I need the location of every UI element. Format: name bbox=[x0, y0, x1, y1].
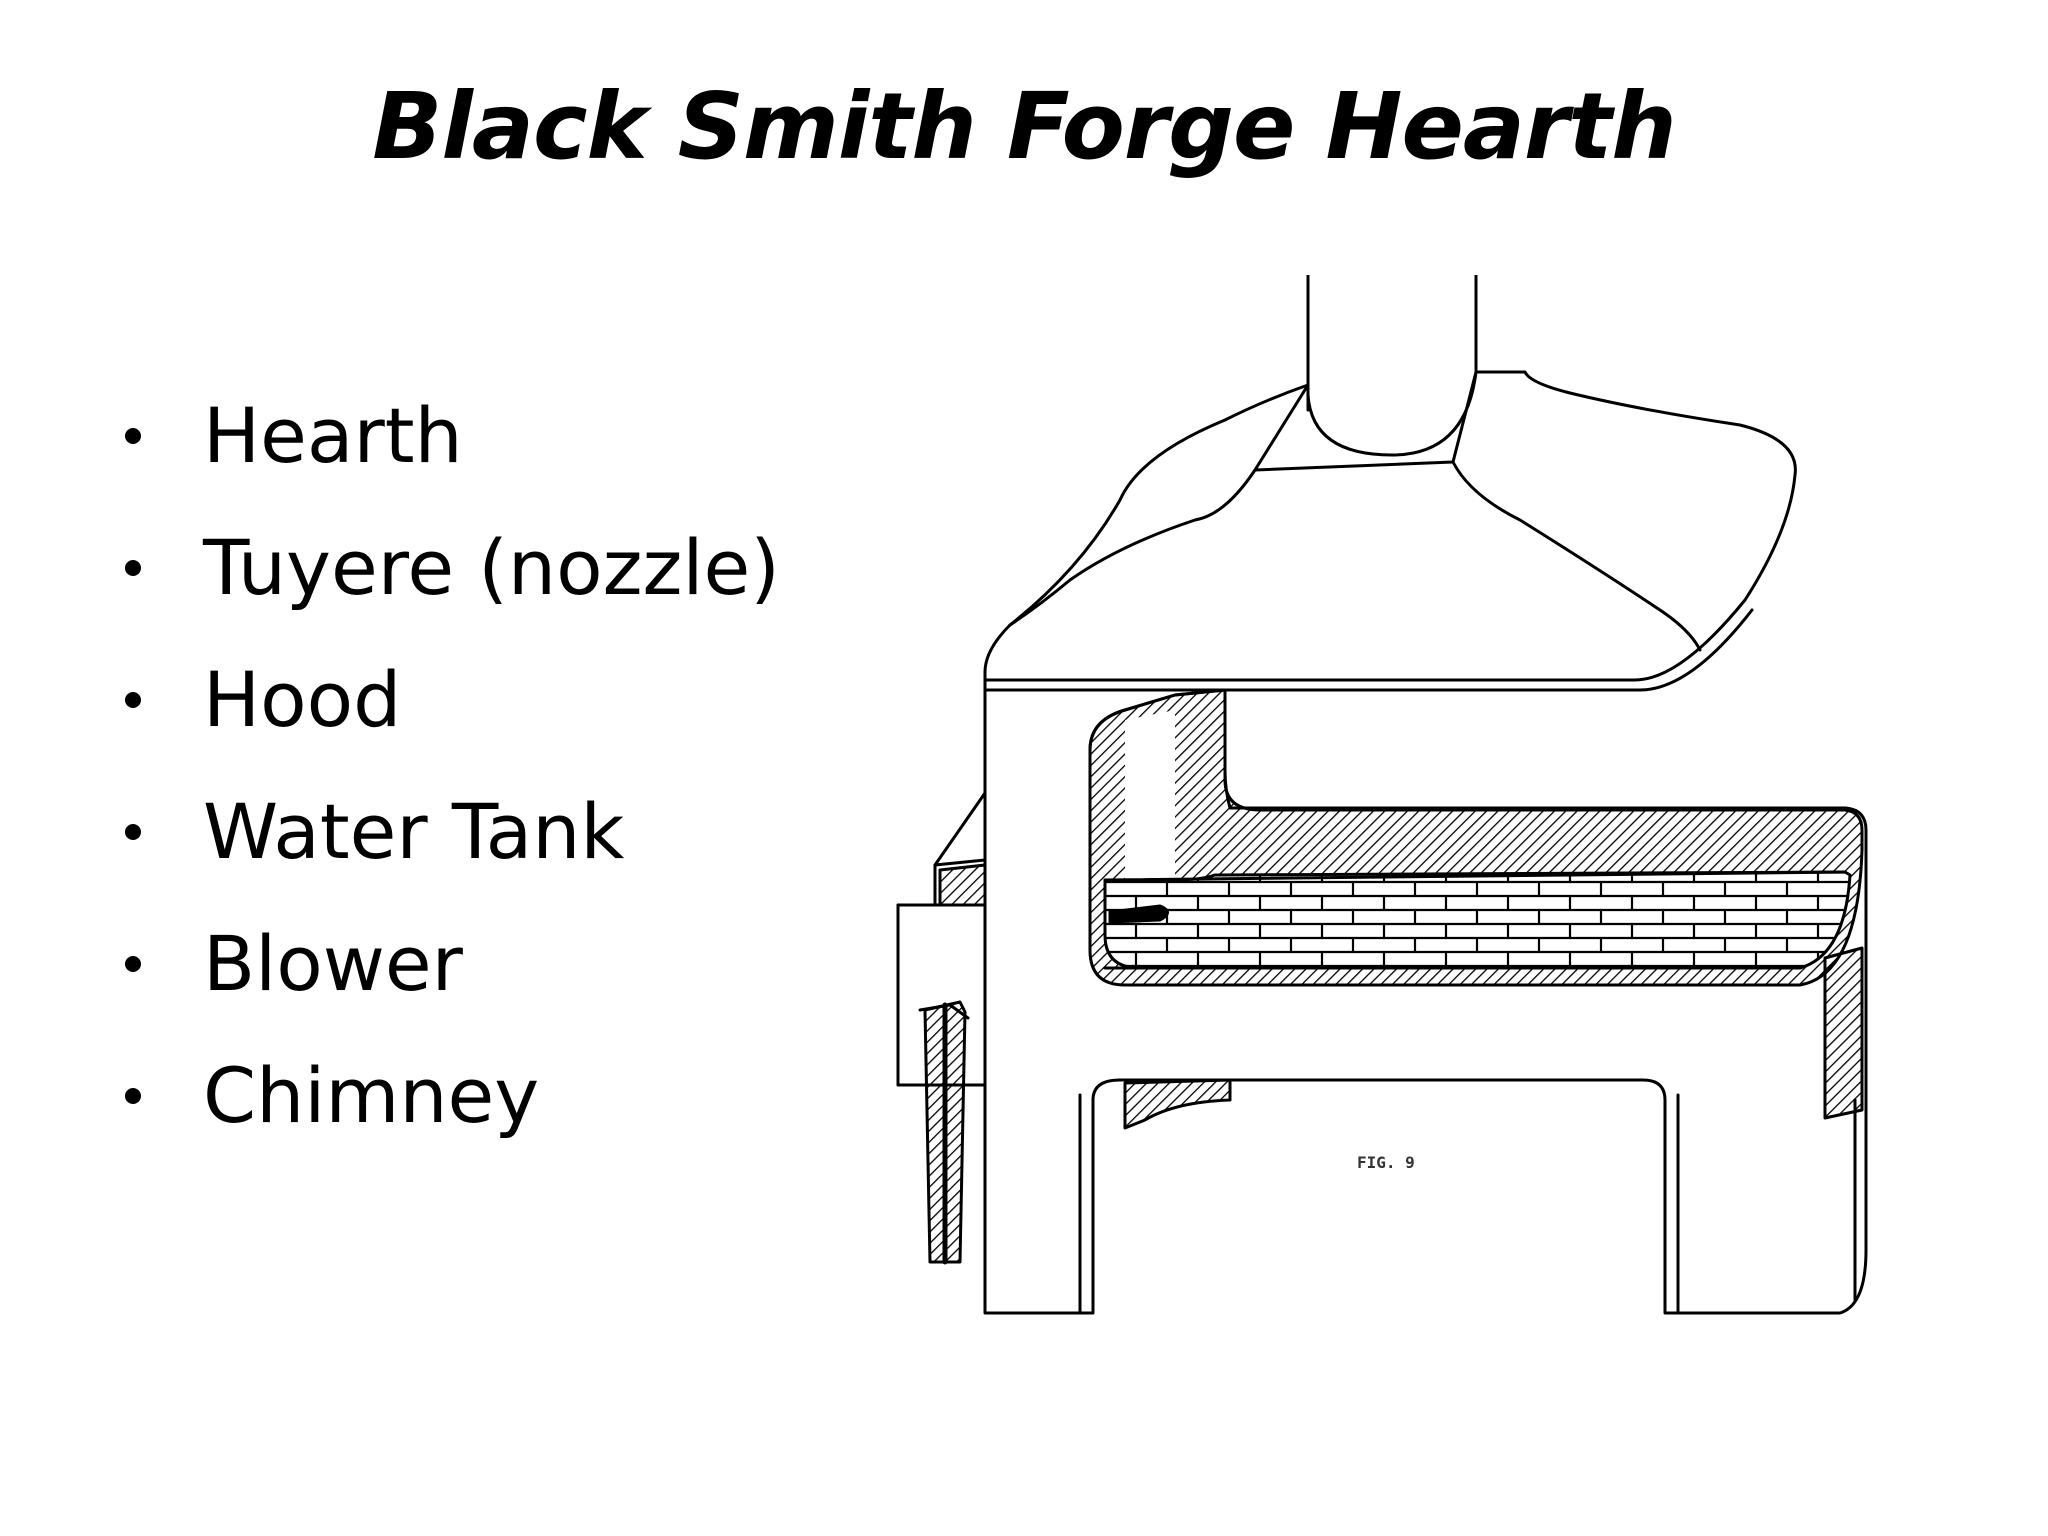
bullet-dot-icon bbox=[125, 1088, 141, 1104]
chimney-pipe bbox=[1306, 275, 1478, 457]
bullet-dot-icon bbox=[125, 956, 141, 972]
bullet-text: Blower bbox=[203, 919, 463, 1008]
bullet-text: Water Tank bbox=[203, 787, 625, 876]
right-bracket bbox=[1823, 946, 1864, 1120]
under-bracket bbox=[1123, 1078, 1232, 1130]
slide-title: Black Smith Forge Hearth bbox=[372, 73, 1677, 180]
bullet-text: Hood bbox=[203, 655, 402, 744]
bullet-text: Hearth bbox=[203, 391, 463, 480]
bullet-text: Tuyere (nozzle) bbox=[203, 523, 780, 612]
bullet-dot-icon bbox=[125, 824, 141, 840]
hood bbox=[983, 370, 1797, 692]
forge-hearth-figure: FIG. 9 bbox=[895, 275, 1875, 1325]
bullet-text: Chimney bbox=[203, 1051, 540, 1140]
figure-caption: FIG. 9 bbox=[1357, 1153, 1415, 1172]
bullet-dot-icon bbox=[125, 692, 141, 708]
hearth-body bbox=[983, 688, 1868, 1315]
blower-lever bbox=[918, 1000, 970, 1265]
bullet-dot-icon bbox=[125, 428, 141, 444]
tuyere-nozzle bbox=[1108, 904, 1169, 924]
forge-hearth-drawing: FIG. 9 bbox=[896, 275, 1868, 1315]
bullet-dot-icon bbox=[125, 560, 141, 576]
hearth-pan bbox=[1088, 688, 1864, 987]
